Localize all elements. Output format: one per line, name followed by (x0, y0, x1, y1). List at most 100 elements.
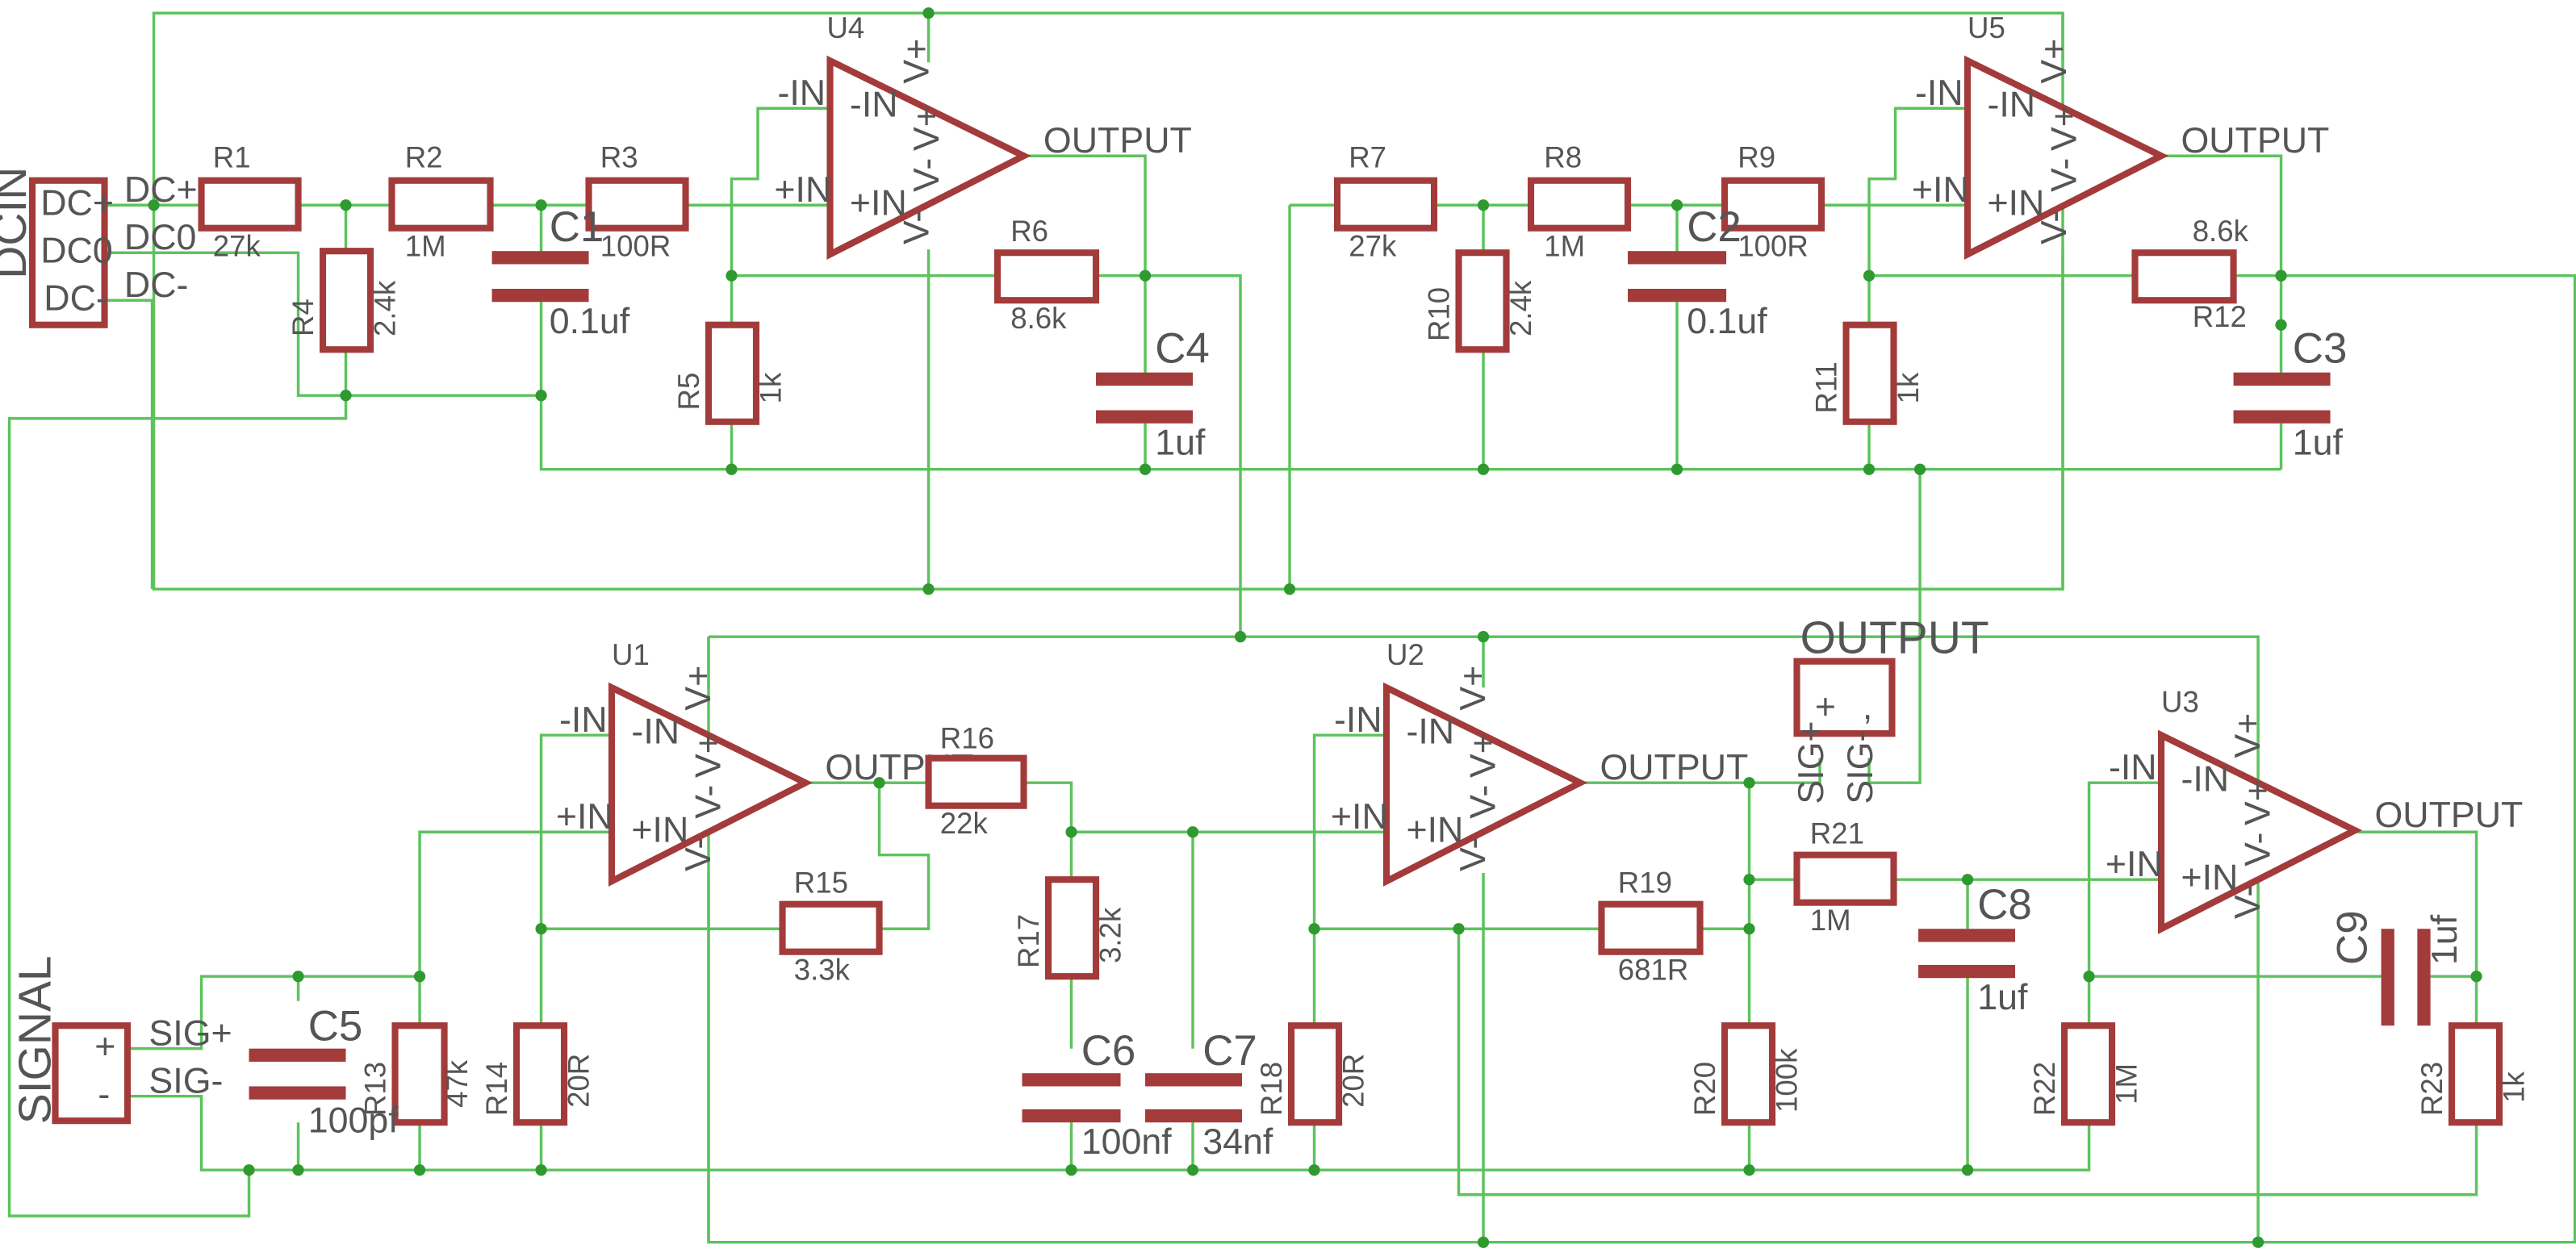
opamp-vplus-label: V+ (906, 106, 947, 151)
resistor-value: 20R (562, 1054, 596, 1108)
opamp-vplus-label: V+ (1462, 733, 1503, 778)
opamp-minus-label: -IN (631, 711, 680, 751)
resistor-value: 3.2k (1094, 907, 1127, 963)
opamp-minus-pin: -IN (1334, 699, 1382, 740)
resistor-value: 47k (441, 1059, 474, 1108)
junction-dot (1139, 269, 1152, 282)
opamp-plus-label: +IN (1987, 182, 2044, 223)
junction-dot (292, 971, 304, 983)
resistor-ref: R12 (2193, 300, 2247, 333)
junction-dot (1743, 923, 1755, 935)
opamp-vminus-pin: V- (2227, 885, 2268, 919)
opamp-u1: U1 -IN +IN -IN +IN OUTPUT V- V+ V+ V- (556, 638, 973, 881)
resistor-r16: R16 22k (925, 721, 1027, 840)
resistor-r11: R11 1k (1809, 321, 1925, 425)
resistor-r1: R1 27k (198, 140, 302, 262)
resistor-value: 681R (1618, 953, 1689, 986)
capacitor-c6: C6 100nf (1022, 1027, 1173, 1162)
opamp-output-label: OUTPUT (1043, 120, 1192, 161)
capacitor-ref: C8 (1977, 881, 2032, 929)
resistor-ref: R6 (1010, 215, 1048, 248)
junction-dot (413, 1164, 426, 1176)
junction-dot (535, 1164, 547, 1176)
junction-dot (1283, 583, 1296, 595)
resistor-value: 20R (1337, 1054, 1370, 1108)
junction-dot (1743, 874, 1755, 886)
resistor-r10: R10 2.4k (1422, 249, 1537, 353)
opamp-u4: U4 -IN +IN -IN +IN OUTPUT V- V+ V+ V- (774, 11, 1192, 254)
output-pin-minus: , (1863, 687, 1872, 727)
resistor-r23: R23 1k (2415, 1022, 2531, 1126)
junction-dot (1065, 1164, 1077, 1176)
junction-dot (1863, 463, 1876, 475)
resistor-r12: 8.6k R12 (2131, 215, 2249, 333)
resistor-value: 1k (1892, 372, 1925, 403)
opamp-plus-label: +IN (850, 182, 907, 223)
capacitor-value: 1uf (2293, 422, 2344, 462)
resistor-r3: R3 100R (585, 140, 689, 262)
capacitor-value: 100nf (1081, 1121, 1173, 1162)
junction-dot (1477, 1236, 1490, 1248)
resistor-ref: R9 (1738, 140, 1775, 173)
junction-dot (1186, 826, 1199, 838)
junction-dot (1961, 1164, 1974, 1176)
resistor-ref: R7 (1349, 140, 1386, 173)
output-pin-plus: + (1815, 687, 1836, 727)
capacitor-value: 1uf (1977, 977, 2028, 1017)
opamp-u3: U3 -IN +IN -IN +IN OUTPUT V- V+ V+ V- (2106, 686, 2523, 929)
resistor-value: 27k (213, 229, 261, 262)
opamp-minus-pin: -IN (1915, 73, 1963, 113)
opamp-ref: U5 (1968, 11, 2005, 44)
opamp-minus-label: -IN (1987, 84, 2035, 124)
output-connector-label: OUTPUT (1800, 612, 1989, 664)
resistor-r22: R22 1M (2028, 1022, 2143, 1126)
opamp-vminus-label: V- (2043, 158, 2084, 192)
opamp-minus-label: -IN (2181, 758, 2229, 799)
opamp-u5: U5 -IN +IN -IN +IN OUTPUT V- V+ V+ V- (1912, 11, 2329, 254)
resistor-value: 100R (600, 229, 671, 262)
resistor-r8: R8 1M (1527, 140, 1632, 262)
opamp-vminus-label: V- (688, 785, 728, 819)
resistor-r5: R5 1k (672, 321, 788, 425)
opamp-minus-pin: -IN (2109, 747, 2157, 787)
opamp-plus-pin: +IN (1912, 169, 1969, 210)
junction-dot (340, 390, 352, 402)
junction-dot (340, 199, 352, 211)
resistor-value: 1M (405, 229, 446, 262)
resistor-value: 8.6k (2193, 215, 2249, 248)
resistor-value: 1M (1544, 229, 1585, 262)
output-net-minus: SIG- (1840, 730, 1880, 804)
capacitor-c9: C9 1uf (2328, 910, 2465, 1026)
resistor-value: 3.3k (794, 953, 851, 986)
opamp-vminus-label: V- (1462, 785, 1503, 819)
resistor-ref: R8 (1544, 140, 1582, 173)
junction-dot (1913, 463, 1926, 475)
junction-dot (1477, 631, 1490, 643)
resistor-ref: R22 (2028, 1062, 2061, 1116)
capacitor-value: 0.1uf (550, 301, 630, 341)
resistor-value: 1k (2498, 1071, 2531, 1102)
capacitor-c7: C7 34nf (1145, 1027, 1273, 1162)
resistor-r9: R9 100R (1721, 140, 1825, 262)
resistor-value: 1M (1810, 904, 1851, 937)
resistor-ref: R20 (1688, 1062, 1721, 1116)
signal-connector: SIGNAL + - SIG+ SIG- (9, 955, 232, 1125)
opamp-vminus-pin: V- (1453, 837, 1493, 871)
resistor-ref: R2 (405, 140, 443, 173)
opamp-ref: U3 (2161, 686, 2199, 719)
resistor-ref: R3 (600, 140, 638, 173)
opamp-plus-pin: +IN (2106, 844, 2163, 884)
resistor-r15: R15 3.3k (779, 866, 883, 986)
signal-net-plus: SIG+ (148, 1013, 232, 1054)
dcin-pin-minus: DC- (44, 278, 108, 318)
capacitor-ref: C6 (1081, 1027, 1136, 1075)
resistor-r20: R20 100k (1688, 1022, 1804, 1126)
dcin-net-plus: DC+ (124, 169, 198, 210)
junction-dot (535, 923, 547, 935)
capacitor-ref: C5 (308, 1003, 363, 1050)
resistor-ref: R5 (672, 373, 705, 411)
junction-dot (1453, 923, 1465, 935)
output-net-plus: SIG+ (1791, 720, 1831, 804)
opamp-vplus-pin: V+ (1453, 666, 1493, 711)
